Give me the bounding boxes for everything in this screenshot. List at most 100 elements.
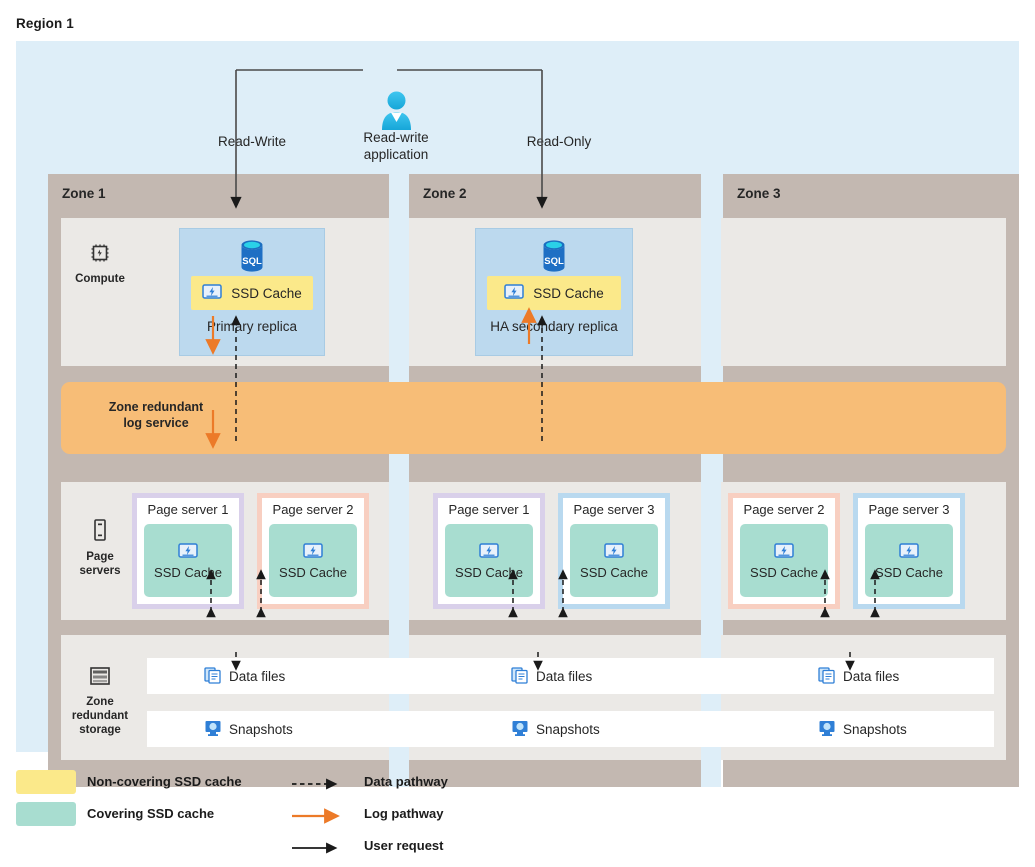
cpu-chip-icon	[62, 243, 138, 267]
svg-text:SQL: SQL	[544, 256, 564, 267]
read-write-label: Read-Write	[217, 134, 287, 149]
server-icon	[62, 519, 138, 545]
application-label-line2: application	[363, 147, 429, 162]
data-files-cell-zone1[interactable]: Data files	[204, 658, 285, 694]
snapshots-cell-zone2[interactable]: Snapshots	[511, 711, 600, 747]
snapshot-monitor-icon	[204, 719, 222, 740]
data-files-row: Data files Data files Data files	[147, 658, 994, 694]
data-files-cell-zone3[interactable]: Data files	[818, 658, 899, 694]
page-server-z1-2[interactable]: Page server 2 SSD Cache	[257, 493, 369, 609]
ssd-drive-icon	[303, 542, 323, 562]
data-files-label: Data files	[536, 668, 593, 684]
page-server-cache-label: SSD Cache	[455, 564, 523, 580]
page-server-z3-2[interactable]: Page server 2 SSD Cache	[728, 493, 840, 609]
page-server-cache: SSD Cache	[445, 524, 533, 597]
page-server-cache: SSD Cache	[144, 524, 232, 597]
legend-swatch-covering	[16, 802, 76, 826]
rail-storage-label-line1: Zone	[86, 696, 114, 708]
page-server-cache-label: SSD Cache	[279, 564, 347, 580]
read-only-label: Read-Only	[526, 134, 592, 149]
rail-compute: Compute	[62, 243, 138, 286]
snapshots-cell-zone1[interactable]: Snapshots	[204, 711, 293, 747]
page-server-title: Page server 3	[868, 502, 950, 517]
ha-secondary-replica-box[interactable]: SQL SSD Cache HA secondary replica	[475, 228, 633, 356]
page-server-title: Page server 1	[448, 502, 530, 517]
page-server-cache-label: SSD Cache	[875, 564, 943, 580]
rail-page-servers: Page servers	[62, 519, 138, 578]
log-service-label-line2: log service	[123, 416, 189, 430]
rail-storage-label-line3: storage	[79, 724, 121, 736]
snapshot-monitor-icon	[511, 719, 529, 740]
log-service-label-line1: Zone redundant	[108, 400, 204, 414]
data-files-cell-zone2[interactable]: Data files	[511, 658, 592, 694]
ha-ssd-cache: SSD Cache	[487, 276, 621, 310]
ssd-drive-icon	[899, 542, 919, 562]
application-group: Read-write application Read-Write Read-O…	[16, 41, 1019, 162]
page-server-title: Page server 2	[272, 502, 354, 517]
application-label-line1: Read-write	[363, 130, 429, 145]
primary-ssd-cache: SSD Cache	[191, 276, 313, 310]
zone-1-title: Zone 1	[62, 186, 106, 201]
page-server-cache: SSD Cache	[865, 524, 953, 597]
log-service-label: Zone redundant log service	[81, 399, 231, 431]
snapshots-label: Snapshots	[536, 721, 600, 737]
region-container: Read-write application Read-Write Read-O…	[16, 41, 1019, 787]
application-label: Read-write application	[331, 129, 461, 163]
legend-label-covering: Covering SSD cache	[87, 806, 215, 821]
rail-compute-label: Compute	[75, 273, 125, 285]
documents-icon	[511, 666, 529, 687]
snapshots-row: Snapshots Snapshots Snapshots	[147, 711, 994, 747]
legend-label-log-pathway: Log pathway	[364, 806, 444, 821]
ssd-drive-icon	[178, 542, 198, 562]
page-server-cache-label: SSD Cache	[750, 564, 818, 580]
page-server-title: Page server 2	[743, 502, 825, 517]
page-server-cache: SSD Cache	[570, 524, 658, 597]
ssd-drive-icon	[774, 542, 794, 562]
snapshots-label: Snapshots	[229, 721, 293, 737]
snapshot-monitor-icon	[818, 719, 836, 740]
rail-page-servers-label-line2: servers	[79, 565, 121, 577]
primary-ssd-cache-label: SSD Cache	[231, 285, 302, 301]
sql-database-icon: SQL	[476, 239, 632, 280]
legend-label-non-covering: Non-covering SSD cache	[87, 774, 242, 789]
ha-ssd-cache-label: SSD Cache	[533, 285, 604, 301]
documents-icon	[204, 666, 222, 687]
page-server-cache-label: SSD Cache	[154, 564, 222, 580]
svg-text:SQL: SQL	[242, 256, 262, 267]
data-files-label: Data files	[843, 668, 900, 684]
page-server-title: Page server 1	[147, 502, 229, 517]
zone-3-title: Zone 3	[737, 186, 781, 201]
ssd-drive-icon	[202, 283, 222, 303]
user-icon	[380, 91, 413, 131]
sql-database-icon: SQL	[180, 239, 324, 280]
primary-replica-box[interactable]: SQL SSD Cache Primary replica	[179, 228, 325, 356]
ha-secondary-replica-label: HA secondary replica	[490, 319, 618, 334]
page-server-cache: SSD Cache	[269, 524, 357, 597]
documents-icon	[818, 666, 836, 687]
ssd-drive-icon	[504, 283, 524, 303]
page-server-z2-1[interactable]: Page server 1 SSD Cache	[433, 493, 545, 609]
page-server-z1-1[interactable]: Page server 1 SSD Cache	[132, 493, 244, 609]
page-server-title: Page server 3	[573, 502, 655, 517]
rail-storage: Zone redundant storage	[62, 666, 138, 737]
primary-replica-label: Primary replica	[206, 319, 298, 334]
legend-label-user-request: User request	[364, 838, 444, 853]
page-server-cache: SSD Cache	[740, 524, 828, 597]
zone-redundant-log-service: Zone redundant log service	[61, 382, 1006, 454]
zone-gap-2-3	[701, 174, 721, 787]
zone-2-title: Zone 2	[423, 186, 467, 201]
ssd-drive-icon	[479, 542, 499, 562]
rail-storage-label-line2: redundant	[71, 710, 129, 722]
legend-label-data-pathway: Data pathway	[364, 774, 448, 789]
storage-stack-icon	[62, 666, 138, 690]
ssd-drive-icon	[604, 542, 624, 562]
snapshots-cell-zone3[interactable]: Snapshots	[818, 711, 907, 747]
region-title: Region 1	[16, 16, 74, 31]
snapshots-label: Snapshots	[843, 721, 907, 737]
page-server-z3-3[interactable]: Page server 3 SSD Cache	[853, 493, 965, 609]
legend: Non-covering SSD cache Covering SSD cach…	[16, 766, 1019, 861]
legend-swatch-non-covering	[16, 770, 76, 794]
page-server-z2-3[interactable]: Page server 3 SSD Cache	[558, 493, 670, 609]
page-server-cache-label: SSD Cache	[580, 564, 648, 580]
data-files-label: Data files	[229, 668, 286, 684]
